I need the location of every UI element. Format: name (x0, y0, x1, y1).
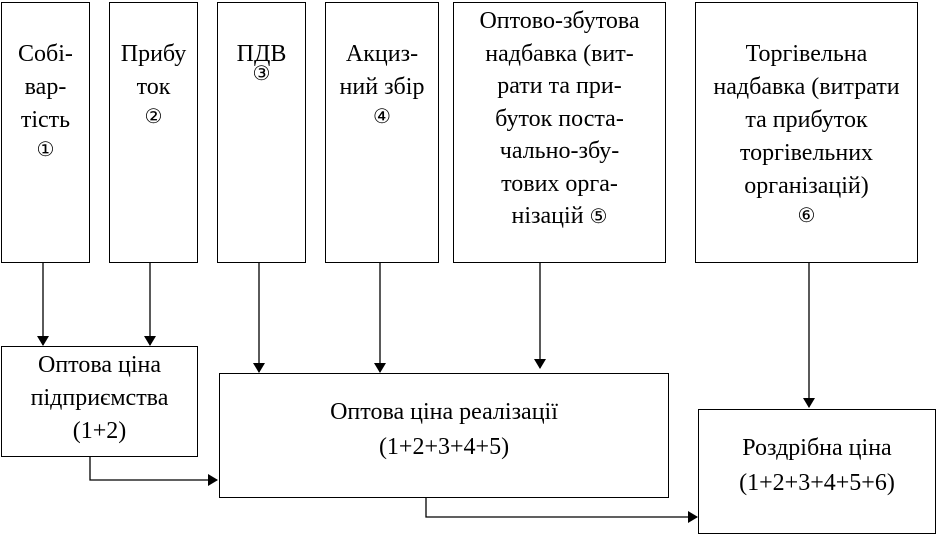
excise-box: Акциз- ний збір ④ (325, 2, 439, 263)
excise-number: ④ (373, 104, 391, 128)
arrow-sale-to-retail (425, 497, 698, 523)
trade-line-1: Торгівельна (745, 41, 868, 67)
profit-line-1: Прибу (120, 41, 187, 67)
retail-line-2: (1+2+3+4+5+6) (739, 470, 895, 496)
wholesale-line-7: нізацій ⑤ (454, 200, 665, 233)
retail-price-box: Роздрібна ціна (1+2+3+4+5+6) (698, 409, 936, 534)
cost-line-1: Собі- (18, 41, 73, 67)
cost-box: Собі- вар- тість ① (1, 2, 90, 263)
profit-number: ② (144, 104, 163, 128)
enterprise-price-box: Оптова ціна підприємства (1+2) (1, 346, 198, 457)
excise-line-1: Акциз- (345, 41, 419, 67)
wholesale-line-4: буток поста- (495, 105, 624, 132)
trade-number: ⑥ (797, 203, 816, 227)
profit-box: Прибу ток ② (109, 2, 198, 263)
trade-line-4: торгівельних (739, 140, 874, 166)
excise-line-2: ний збір (339, 74, 425, 100)
cost-line-3: тість (20, 107, 71, 133)
sale-line-2: (1+2+3+4+5) (378, 434, 510, 460)
retail-line-1: Роздрібна ціна (742, 435, 892, 461)
wholesale-line-7-text: нізацій (511, 203, 584, 229)
trade-line-2: надбавка (витрати (713, 74, 900, 100)
wholesale-line-6: тових орга- (501, 170, 618, 197)
wholesale-markup-box: Оптово-збутова надбавка (вит- рати та пр… (453, 2, 666, 263)
enterprise-line-2: підприємства (30, 385, 169, 411)
wholesale-line-5: чально-збу- (499, 138, 620, 164)
wholesale-line-3: рати та при- (497, 73, 622, 99)
cost-number: ① (36, 137, 55, 161)
arrow-enterprise-to-sale (89, 457, 218, 486)
wholesale-line-1: Оптово-збутова (479, 8, 640, 34)
sale-price-box: Оптова ціна реалізації (1+2+3+4+5) (219, 373, 669, 498)
vat-line-1: ПДВ (236, 41, 287, 67)
trade-markup-box: Торгівельна надбавка (витрати та прибуто… (695, 2, 918, 263)
enterprise-line-1: Оптова ціна (37, 352, 162, 378)
wholesale-number: ⑤ (589, 204, 608, 228)
profit-line-2: ток (136, 74, 171, 100)
vat-box: ПДВ ③ (217, 2, 306, 263)
enterprise-line-3: (1+2) (72, 418, 127, 444)
cost-line-2: вар- (24, 74, 67, 100)
vat-number: ③ (252, 61, 271, 85)
wholesale-line-2: надбавка (вит- (485, 40, 634, 67)
sale-line-1: Оптова ціна реалізації (330, 399, 558, 425)
trade-line-3: та прибуток (745, 107, 868, 133)
trade-line-5: організацій) (744, 173, 869, 199)
